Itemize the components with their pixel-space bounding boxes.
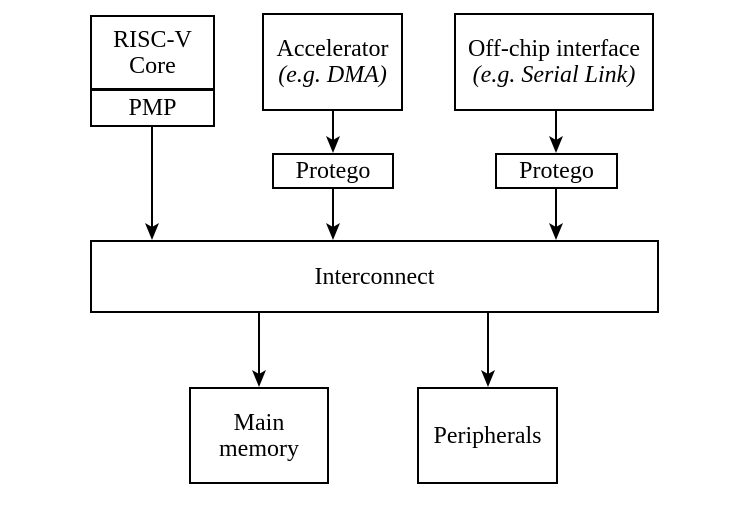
- arrow-interconnect-to-main-memory: [252, 312, 266, 387]
- accelerator-example-label: (e.g. DMA): [278, 62, 387, 88]
- arrow-pmp-to-interconnect: [145, 127, 159, 240]
- peripherals-label: Peripherals: [433, 422, 542, 449]
- offchip-interface-example-label: (e.g. Serial Link): [472, 62, 636, 88]
- node-riscv-core: RISC-V Core PMP: [90, 15, 215, 127]
- offchip-interface-label: Off-chip interface: [467, 36, 641, 62]
- node-pmp: PMP: [92, 88, 213, 125]
- main-memory-label-line1: Main: [233, 409, 285, 436]
- node-main-memory: Main memory: [189, 387, 329, 484]
- arrow-protego-left-to-interconnect: [326, 188, 340, 240]
- node-peripherals: Peripherals: [417, 387, 558, 484]
- riscv-core-label-area: RISC-V Core: [92, 17, 213, 88]
- protego-left-label: Protego: [295, 158, 371, 184]
- node-protego-left: Protego: [272, 153, 394, 189]
- pmp-label: PMP: [128, 95, 177, 121]
- node-offchip-interface: Off-chip interface (e.g. Serial Link): [454, 13, 654, 111]
- node-protego-right: Protego: [495, 153, 618, 189]
- arrow-protego-right-to-interconnect: [549, 188, 563, 240]
- arrow-interconnect-to-peripherals: [481, 312, 495, 387]
- arrow-accelerator-to-protego: [326, 110, 340, 153]
- node-interconnect: Interconnect: [90, 240, 659, 313]
- node-accelerator: Accelerator (e.g. DMA): [262, 13, 403, 111]
- interconnect-label: Interconnect: [314, 263, 435, 290]
- main-memory-label-line2: memory: [219, 435, 299, 462]
- riscv-core-label-line2: Core: [129, 52, 176, 79]
- accelerator-label: Accelerator: [276, 36, 389, 62]
- riscv-core-label-line1: RISC-V: [113, 26, 192, 53]
- protego-right-label: Protego: [519, 158, 594, 184]
- arrow-offchip-to-protego: [549, 110, 563, 153]
